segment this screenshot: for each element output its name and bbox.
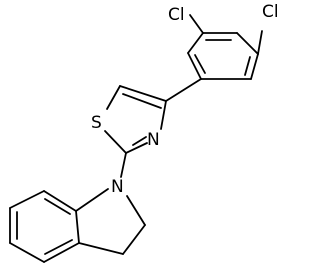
bond (9, 190, 45, 209)
atom-label-cl: Cl (262, 2, 279, 22)
bond (75, 188, 109, 212)
bond (120, 152, 127, 178)
bond (187, 52, 202, 80)
dichlorophenyl-ring (187, 32, 259, 80)
chlorine-substituents: Cl Cl (168, 2, 279, 55)
bond (119, 85, 167, 102)
bond (187, 32, 204, 54)
bond (9, 242, 45, 263)
bond (106, 85, 121, 110)
indoline-ring: N (9, 177, 146, 263)
bond (250, 53, 259, 80)
bond (78, 242, 124, 255)
bond (244, 56, 251, 76)
bond (43, 242, 80, 263)
atom-label-n: N (147, 130, 160, 150)
bond (194, 54, 206, 74)
bond (104, 130, 127, 154)
bond (125, 142, 148, 154)
molecule-diagram: Cl Cl S N N (9, 2, 279, 263)
bond (165, 78, 202, 102)
thiazole-ring: S N (91, 85, 167, 154)
bond (43, 190, 77, 212)
bond (160, 100, 167, 130)
bond (44, 198, 71, 215)
bond (257, 30, 263, 55)
bond (132, 136, 147, 146)
bond (122, 93, 162, 109)
bond (189, 14, 204, 34)
bond (44, 239, 73, 255)
atom-label-cl: Cl (168, 5, 185, 25)
bond (126, 195, 146, 226)
atom-label-n: N (111, 177, 124, 197)
bond (236, 32, 259, 55)
bond (75, 210, 80, 244)
bond (122, 224, 146, 255)
atom-label-s: S (91, 113, 102, 133)
structure-drawing: Cl Cl S N N (9, 2, 279, 263)
